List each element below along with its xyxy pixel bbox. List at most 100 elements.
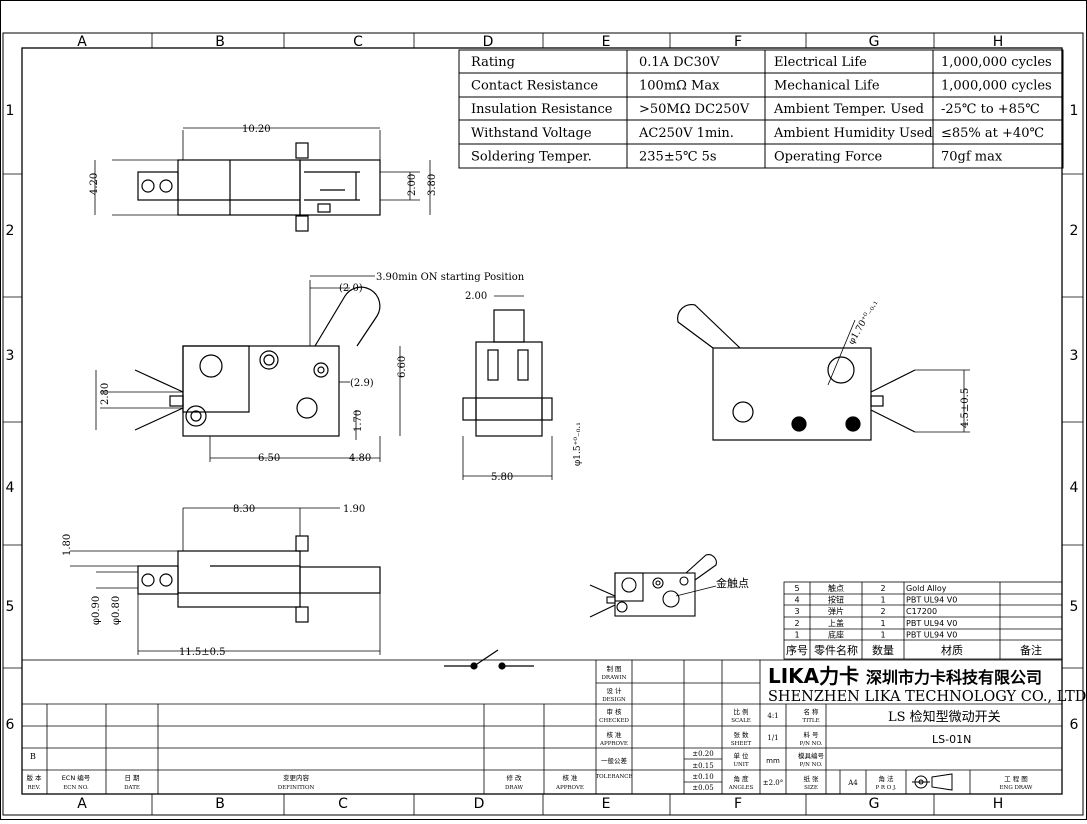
spec-cell: 0.1A DC30V	[639, 55, 720, 70]
grid-row-right: 5	[1070, 599, 1079, 615]
company-name-en: SHENZHEN LIKA TECHNOLOGY CO., LTD.	[768, 689, 1087, 705]
bom-cell: 2	[880, 584, 885, 593]
view-rear	[676, 303, 970, 441]
dim-lever-b: (2.9)	[350, 378, 374, 389]
tb-label-en: SIZE	[804, 785, 818, 791]
grid-col-top: G	[869, 34, 880, 50]
tb-label-cn: 模具编号	[798, 751, 825, 760]
bom-cell: PBT UL94 V0	[906, 630, 957, 639]
dim-right-height: 4.5±0.5	[960, 388, 971, 428]
tb-tolerance: ±0.15	[692, 762, 713, 770]
dim-side-diameter: φ1.5⁺⁰₋₀.₁	[573, 422, 583, 466]
projection-symbol-icon	[912, 773, 953, 791]
spec-cell: >50MΩ DC250V	[639, 102, 750, 117]
grid-col-bottom: C	[338, 796, 348, 812]
bom-header-cell: 数量	[872, 644, 894, 657]
bom-cell: 3	[794, 607, 799, 616]
tb-label-cn: 制 图	[606, 664, 621, 673]
rev-label-en: DATE	[124, 785, 140, 791]
grid-col-bottom: E	[602, 796, 611, 812]
tb-label-cn: 单 位	[733, 751, 749, 760]
spec-cell: 70gf max	[941, 149, 1003, 164]
bom-cell: 弹片	[828, 606, 844, 616]
tb-tolerance: ±0.10	[692, 773, 713, 781]
tb-label-en: DESIGN	[602, 697, 626, 703]
tb-label-en: SCALE	[731, 718, 751, 724]
grid-col-top: D	[483, 34, 494, 50]
bom-cell: 2	[794, 619, 799, 628]
dim-length-650: 6.50	[258, 453, 280, 464]
grid-col-top: F	[734, 34, 742, 50]
spec-cell: Electrical Life	[774, 55, 867, 70]
grid-col-top: E	[602, 34, 611, 50]
tb-label-en: P/N NO.	[800, 741, 823, 747]
bom-cell: PBT UL94 V0	[906, 596, 957, 605]
rev-label-en: ECN NO.	[63, 785, 89, 791]
tb-label-en: CHECKED	[599, 718, 629, 724]
spec-cell: Contact Resistance	[471, 79, 598, 94]
tb-value: 1/1	[767, 734, 778, 742]
spec-cell: AC250V 1min.	[638, 126, 734, 141]
dim-top-width2: 3.80	[427, 174, 438, 196]
grid-row-right: 1	[1070, 103, 1079, 119]
title-block	[21, 659, 1063, 795]
tb-label-en: P R O J.	[875, 785, 896, 791]
grid-row-left: 1	[6, 103, 15, 119]
grid-col-top: A	[77, 34, 87, 50]
spec-cell: Ambient Humidity Used	[773, 126, 933, 141]
dim-top-height: 4.20	[89, 173, 100, 195]
grid-row-left: 2	[6, 223, 15, 239]
tb-label-cn: 审 核	[606, 707, 622, 716]
tb-label-cn: 比 例	[733, 707, 748, 716]
rev-label-cn: 版 本	[26, 773, 42, 782]
tb-label-cn: 名 称	[803, 707, 819, 716]
grid-row-left: 4	[6, 480, 15, 496]
view-top-side	[94, 127, 431, 232]
tb-tolerance: ±0.05	[692, 784, 713, 792]
bom-cell: C17200	[906, 607, 937, 616]
dim-top-length: 10.20	[242, 124, 271, 135]
tb-label-cn: 纸 张	[803, 774, 819, 783]
bom-cell: 1	[880, 630, 885, 639]
tb-label-en: DRAWIN	[602, 675, 627, 681]
dim-bottom-180: 1.80	[62, 534, 73, 556]
switch-symbol	[444, 649, 534, 670]
tb-label-en: SHEET	[731, 741, 752, 747]
grid-col-bottom: A	[77, 796, 87, 812]
tb-label-en: ENG DRAW	[1000, 785, 1033, 791]
rev-label-cn: ECN 编号	[62, 773, 91, 782]
tb-label-cn: 设 计	[606, 686, 622, 695]
tb-label-cn: 角 度	[733, 774, 749, 783]
grid-col-bottom: F	[734, 796, 742, 812]
tb-label-cn: 料 号	[803, 730, 819, 739]
tb-value: 4:1	[767, 712, 778, 720]
grid-row-right: 2	[1070, 223, 1079, 239]
grid-row-left: 3	[6, 348, 15, 364]
dim-bottom-090: φ0.90	[91, 596, 102, 625]
grid-col-bottom: B	[215, 796, 225, 812]
grid-row-right: 4	[1070, 480, 1079, 496]
grid-row-left: 6	[6, 717, 15, 733]
dim-lever-a: (2.0)	[339, 283, 363, 294]
spec-cell: Soldering Temper.	[471, 149, 592, 164]
bom-cell: 4	[794, 596, 799, 605]
bom-cell: 触点	[828, 583, 844, 593]
dim-top-width1: 2.00	[407, 174, 418, 196]
bom-header-cell: 零件名称	[814, 643, 858, 657]
bom-cell: 5	[794, 584, 799, 593]
rev-label-en: REV.	[28, 785, 41, 791]
bom-cell: 上盖	[828, 618, 844, 628]
contact-label: 金触点	[716, 576, 749, 590]
dim-bottom-080: φ0.80	[111, 596, 122, 625]
tb-label-en: ANGLES	[728, 785, 754, 791]
tb-label-en: UNIT	[733, 762, 749, 768]
bom-cell: 底座	[828, 629, 844, 639]
tb-value: mm	[766, 757, 780, 765]
rev-label-cn: 核 准	[562, 773, 578, 782]
dim-bottom-830: 8.30	[233, 504, 255, 515]
grid-col-bottom: G	[869, 796, 880, 812]
rev-label-cn: 修 改	[506, 773, 522, 782]
